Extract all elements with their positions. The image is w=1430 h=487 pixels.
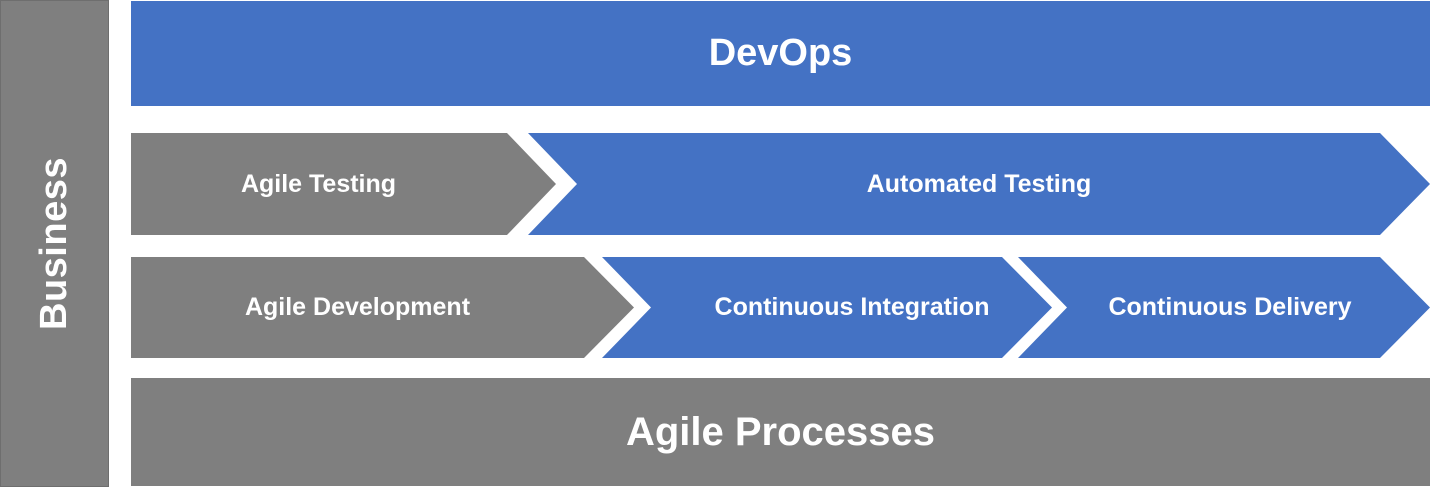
automated-testing-label: Automated Testing bbox=[866, 169, 1092, 198]
business-label: Business bbox=[33, 157, 75, 330]
continuous-delivery-chevron: Continuous Delivery bbox=[1018, 257, 1430, 358]
continuous-integration-label: Continuous Integration bbox=[714, 293, 990, 321]
automated-testing-chevron: Automated Testing bbox=[528, 133, 1430, 235]
agile-processes-label: Agile Processes bbox=[625, 409, 936, 454]
agile-testing-chevron: Agile Testing bbox=[131, 133, 556, 235]
agile-development-label: Agile Development bbox=[244, 293, 471, 321]
devops-label: DevOps bbox=[708, 32, 853, 74]
agile-processes-banner: Agile Processes bbox=[131, 378, 1430, 486]
devops-banner: DevOps bbox=[131, 1, 1430, 106]
continuous-integration-chevron: Continuous Integration bbox=[602, 257, 1052, 358]
agile-testing-label: Agile Testing bbox=[240, 169, 397, 198]
continuous-delivery-label: Continuous Delivery bbox=[1108, 293, 1352, 321]
agile-development-chevron: Agile Development bbox=[131, 257, 634, 358]
business-bar: Business bbox=[0, 0, 109, 487]
